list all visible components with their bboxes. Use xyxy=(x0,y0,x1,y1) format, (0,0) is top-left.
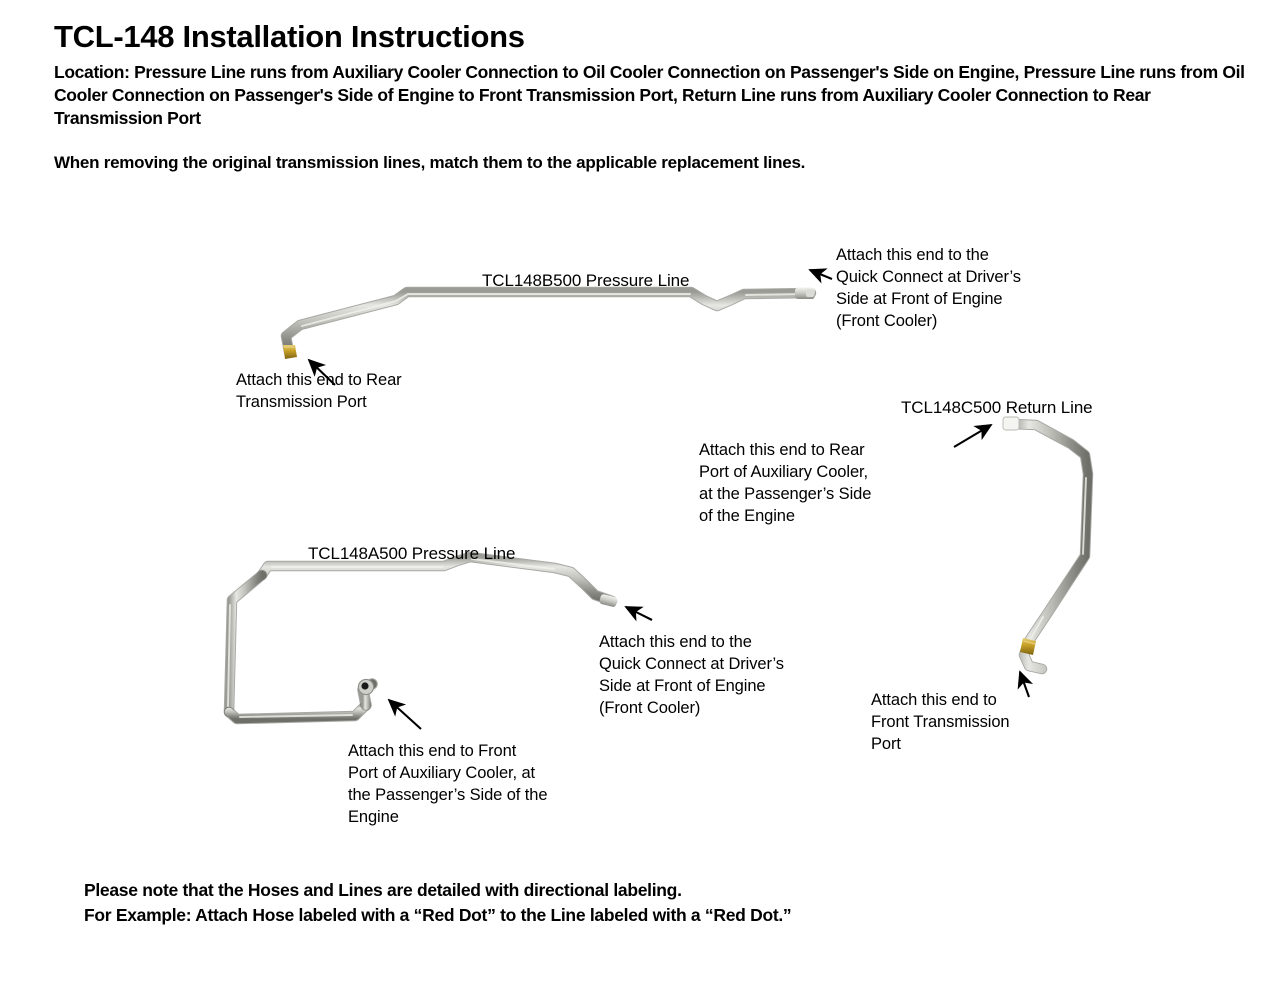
c500-cooler-port-end xyxy=(1002,416,1020,431)
b500-brass-fitting xyxy=(283,345,297,359)
part-label-c500: TCL148C500 Return Line xyxy=(901,398,1093,417)
annotation-a500-right: Attach this end to the Quick Connect at … xyxy=(599,632,784,720)
b500-quick-connect-end xyxy=(795,287,815,299)
annotation-line: at the Passenger’s Side xyxy=(699,484,872,503)
annotation-c500-top: Attach this end to Rear Port of Auxiliar… xyxy=(699,440,871,528)
part-label-b500: TCL148B500 Pressure Line xyxy=(482,271,690,290)
annotation-b500-left: Attach this end to Rear Transmission Por… xyxy=(236,370,402,414)
part-b500-tube xyxy=(280,286,817,359)
c500-brass-fitting xyxy=(1020,638,1036,655)
annotation-line: the Passenger’s Side of the xyxy=(348,785,548,804)
match-lines-note: When removing the original transmission … xyxy=(54,153,806,172)
annotation-line: Attach this end to xyxy=(871,691,997,709)
leader-a500-left xyxy=(387,698,422,730)
annotation-b500-right: Attach this end to the Quick Connect at … xyxy=(836,245,1021,333)
annotation-line: of the Engine xyxy=(699,506,795,525)
directional-labeling-note: Please note that the Hoses and Lines are… xyxy=(84,878,1084,928)
annotation-line: Attach this end to Rear xyxy=(699,441,865,459)
annotation-line: Attach this end to the xyxy=(836,246,989,264)
location-description: Location: Pressure Line runs from Auxili… xyxy=(54,62,1245,129)
footer-line-1: Please note that the Hoses and Lines are… xyxy=(84,880,682,900)
annotation-line: Side at Front of Engine xyxy=(599,676,766,695)
a500-quick-connect-end xyxy=(599,594,618,607)
annotation-line: (Front Cooler) xyxy=(599,698,701,717)
annotation-line: Attach this end to Rear xyxy=(236,371,402,389)
annotation-c500-bottom: Attach this end to Front Transmission Po… xyxy=(871,690,1010,756)
annotation-line: Front Transmission xyxy=(871,712,1010,731)
annotation-a500-left: Attach this end to Front Port of Auxilia… xyxy=(348,741,548,829)
a500-cooler-port-end xyxy=(357,678,375,696)
annotation-line: Attach this end to the xyxy=(599,633,752,651)
annotation-line: Quick Connect at Driver’s xyxy=(599,654,784,673)
leader-b500-right xyxy=(808,268,833,284)
annotation-line: (Front Cooler) xyxy=(836,311,938,330)
annotation-line: Port of Auxiliary Cooler, xyxy=(699,462,868,481)
part-c500-tube xyxy=(1002,416,1094,675)
annotation-line: Quick Connect at Driver’s xyxy=(836,267,1021,286)
annotation-line: Port of Auxiliary Cooler, at xyxy=(348,763,536,782)
leader-a500-right xyxy=(624,606,653,622)
leader-c500-bottom xyxy=(1017,670,1034,698)
leader-c500-top xyxy=(953,424,993,448)
footer-line-2: For Example: Attach Hose labeled with a … xyxy=(84,904,792,925)
part-label-a500: TCL148A500 Pressure Line xyxy=(308,544,516,563)
annotation-line: Attach this end to Front xyxy=(348,742,517,760)
annotation-line: Port xyxy=(871,734,901,753)
page-title: TCL-148 Installation Instructions xyxy=(54,19,525,54)
part-a500-tube xyxy=(223,551,618,725)
annotation-line: Side at Front of Engine xyxy=(836,289,1003,308)
annotation-line: Engine xyxy=(348,807,399,826)
annotation-line: Transmission Port xyxy=(236,392,367,411)
